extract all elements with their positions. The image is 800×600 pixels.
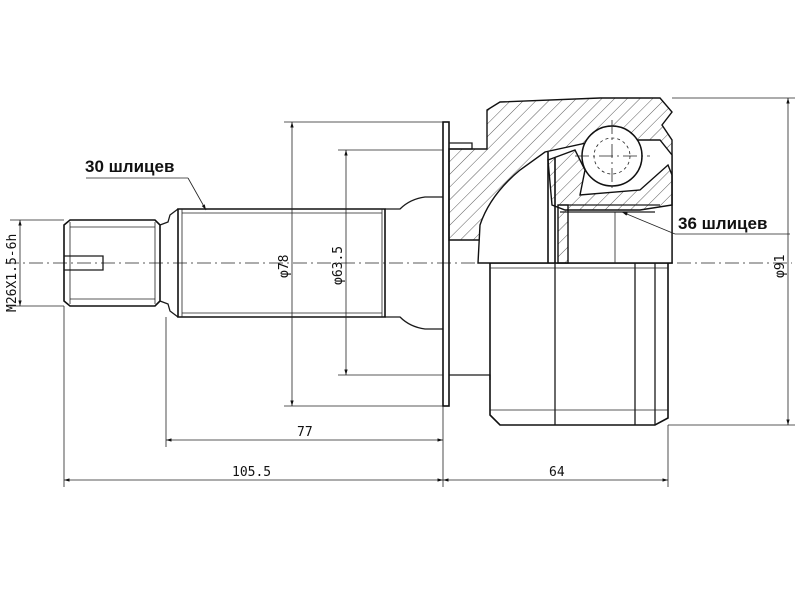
dim-len-77 [165, 317, 444, 447]
callout-30-leader [86, 177, 207, 211]
len-64-label: 64 [549, 465, 565, 480]
thread-label: M26X1.5-6h [5, 234, 20, 312]
len-77-label: 77 [297, 425, 313, 440]
shaft-flange-transition [385, 196, 443, 330]
dim-dia-91 [668, 97, 795, 426]
threaded-stub [63, 219, 161, 307]
dim-dia-78 [284, 121, 443, 407]
dim-dia-63-5 [338, 149, 443, 376]
dia-78-label: φ78 [277, 255, 292, 278]
dia-91-label: φ91 [773, 255, 788, 278]
housing-lower [489, 263, 669, 426]
dia-63-5-label: φ63.5 [331, 246, 346, 285]
spline-36-label: 36 шлицев [678, 214, 767, 233]
callout-36-leader [621, 211, 790, 235]
shaft-neck [159, 208, 179, 318]
dim-len-105-5 [63, 306, 444, 487]
dim-len-64 [443, 425, 669, 487]
spline-30-label: 30 шлицев [85, 157, 174, 176]
len-105-5-label: 105.5 [232, 465, 271, 480]
dim-thread [10, 219, 64, 307]
